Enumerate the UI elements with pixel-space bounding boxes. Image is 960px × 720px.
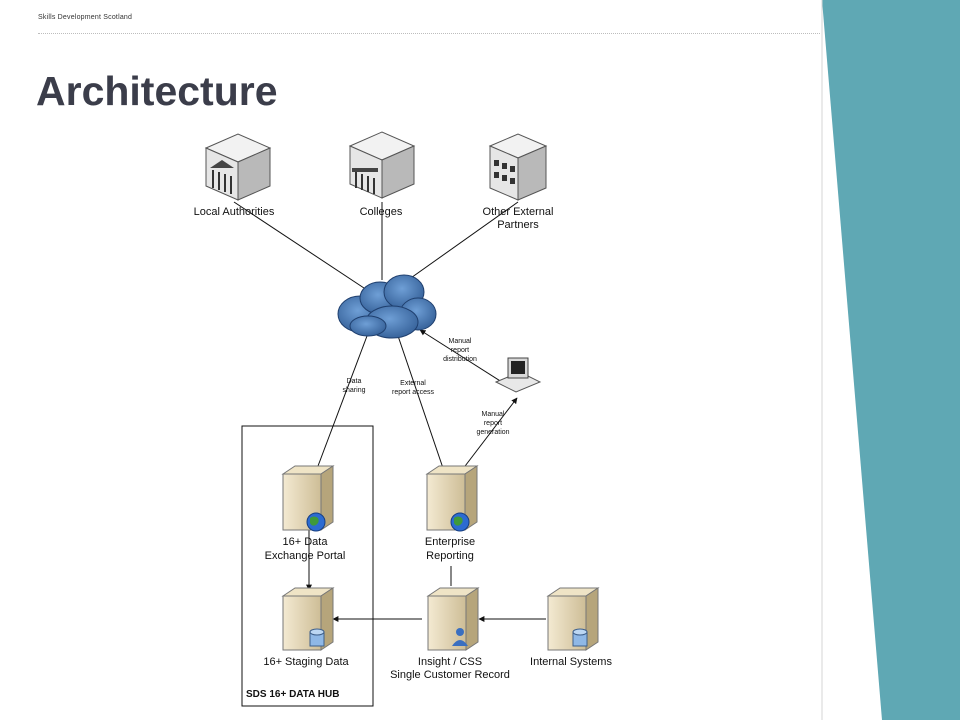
partner-label-colleges: Colleges — [360, 206, 403, 218]
edge-label-manual-distribution-3: distribution — [443, 356, 477, 363]
server-label-insight-1: Insight / CSS — [418, 656, 482, 668]
edge-label-manual-distribution-1: Manual — [449, 338, 472, 345]
data-hub-boundary — [241, 425, 374, 707]
database-icon — [572, 628, 588, 647]
partner-label-other-line1: Other External — [483, 206, 554, 218]
server-label-staging: 16+ Staging Data — [263, 656, 349, 668]
edge-label-manual-generation-1: Manual — [482, 411, 505, 418]
enterprise-reporting-server: Enterprise Reporting — [425, 465, 479, 562]
edge-label-manual-generation-2: report — [484, 420, 502, 427]
local-authorities-node: Local Authorities — [194, 133, 275, 218]
staging-data-server: 16+ Staging Data — [263, 587, 350, 668]
server-label-exchange-portal-2: Exchange Portal — [265, 550, 346, 562]
colleges-node: Colleges — [348, 131, 416, 218]
partner-label-other-line2: Partners — [497, 219, 539, 231]
organisation-name: Skills Development Scotland — [38, 14, 133, 21]
network-cloud-icon — [337, 274, 437, 339]
header-divider — [38, 33, 820, 34]
exchange-portal-server: 16+ Data Exchange Portal — [265, 465, 346, 562]
edge-label-manual-distribution-2: report — [451, 347, 469, 354]
data-hub-label: SDS 16+ DATA HUB — [246, 689, 339, 700]
server-label-exchange-portal-1: 16+ Data — [283, 536, 329, 548]
insight-css-server: Insight / CSS Single Customer Record — [390, 587, 510, 681]
server-label-insight-2: Single Customer Record — [390, 669, 510, 681]
government-building-icon — [204, 133, 272, 201]
globe-icon — [306, 512, 326, 532]
globe-icon — [450, 512, 470, 532]
internal-systems-server: Internal Systems — [530, 587, 612, 668]
college-building-icon — [348, 131, 416, 199]
slide-title: Architecture — [36, 68, 278, 114]
edge-label-data-sharing-1: Data — [347, 378, 362, 385]
edge-label-data-sharing-2: sharing — [343, 387, 366, 394]
server-label-enterprise-1: Enterprise — [425, 536, 475, 548]
edge-label-external-access-2: report access — [392, 389, 435, 396]
user-icon — [452, 628, 468, 646]
other-partners-node: Other External Partners — [483, 133, 554, 231]
edge-label-manual-generation-3: generation — [476, 429, 509, 436]
server-label-internal: Internal Systems — [530, 656, 612, 668]
partner-label-local-authorities: Local Authorities — [194, 206, 275, 218]
office-building-icon — [488, 133, 548, 201]
desktop-computer-icon — [494, 357, 542, 393]
connectors — [233, 201, 546, 622]
database-icon — [309, 628, 325, 647]
edge-label-external-access-1: External — [400, 380, 426, 387]
server-label-enterprise-2: Reporting — [426, 550, 474, 562]
